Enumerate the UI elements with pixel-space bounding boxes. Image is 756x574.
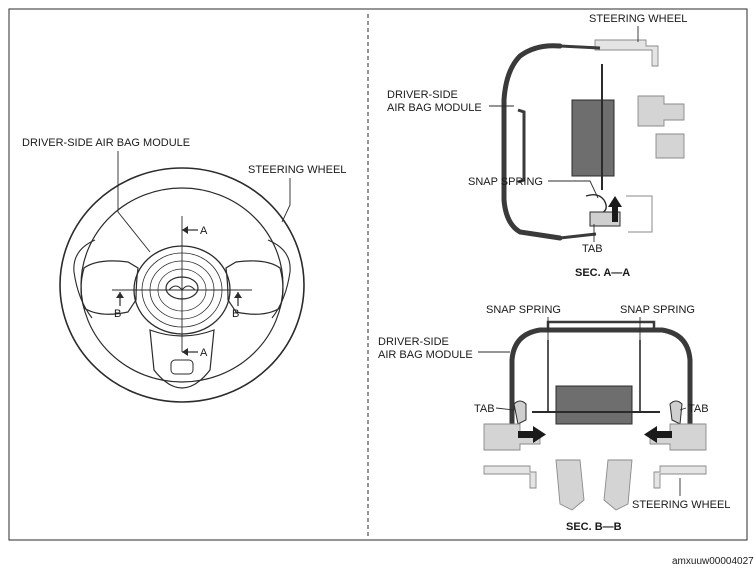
bb-module-cover bbox=[509, 327, 693, 427]
bb-wheel-lower-left bbox=[483, 465, 537, 489]
bb-snap-spring-left-label: SNAP SPRING bbox=[486, 304, 561, 316]
wheel-rim-outer bbox=[59, 167, 305, 403]
aa-airbag-label-line2: AIR BAG MODULE bbox=[387, 102, 482, 114]
aa-push-arrow-shaft bbox=[612, 206, 618, 222]
aa-steering-wheel-label: STEERING WHEEL bbox=[589, 13, 687, 25]
bb-inflator bbox=[555, 385, 633, 425]
bb-wheel-lower-right bbox=[653, 465, 707, 489]
bb-boss-left bbox=[555, 459, 585, 511]
aa-inflator bbox=[571, 99, 615, 177]
bb-push-arrow-left-shaft bbox=[518, 431, 534, 438]
aa-wheel-outline bbox=[594, 39, 659, 67]
bb-tab-left-leader bbox=[495, 407, 515, 411]
bb-tab-left bbox=[513, 400, 527, 425]
aa-snap-spring-leader bbox=[548, 180, 599, 199]
section-b-left-label: B bbox=[114, 308, 121, 320]
wheel-grip-left bbox=[73, 239, 96, 319]
bb-boss-right bbox=[603, 459, 633, 511]
bb-push-arrow-right-shaft bbox=[656, 431, 672, 438]
bb-caption: SEC. B—B bbox=[566, 521, 622, 533]
aa-hub-upper bbox=[637, 95, 685, 127]
section-b-right-label: B bbox=[232, 308, 239, 320]
airbag-module-callout: DRIVER-SIDE AIR BAG MODULE bbox=[22, 137, 190, 149]
section-b-left-arrow-head bbox=[116, 292, 124, 298]
aa-push-arrow-head bbox=[608, 196, 622, 207]
section-aa-view: STEERING WHEEL DRIVER-SIDE AIR BAG MODUL… bbox=[387, 13, 687, 279]
aa-wheel-lower-bracket bbox=[626, 195, 653, 233]
steering-wheel-front-view: A A B B DRIVER-SIDE AIR BAG MODULE STEER… bbox=[22, 137, 346, 403]
section-a-bottom-arrow-head bbox=[182, 348, 188, 356]
aa-module-bottom-edge bbox=[559, 232, 597, 240]
bb-snap-spring-right-label: SNAP SPRING bbox=[620, 304, 695, 316]
bb-tab-left-label: TAB bbox=[474, 403, 495, 415]
bb-tab-right-leader bbox=[679, 407, 687, 411]
steering-wheel-leader bbox=[281, 178, 291, 223]
bb-steering-wheel-label: STEERING WHEEL bbox=[632, 499, 730, 511]
steering-wheel-callout: STEERING WHEEL bbox=[248, 164, 346, 176]
figure-frame bbox=[8, 8, 748, 541]
aa-snap-spring bbox=[585, 193, 607, 215]
bb-hub-left bbox=[483, 423, 541, 451]
wheel-bottom-slot bbox=[170, 359, 194, 375]
figure-code: amxuuw00004027 bbox=[672, 556, 754, 567]
bb-push-arrow-right-head bbox=[644, 426, 657, 443]
wheel-spoke-right bbox=[225, 260, 284, 315]
aa-hub-lower bbox=[655, 133, 685, 159]
aa-tab-label: TAB bbox=[582, 243, 603, 255]
bb-push-arrow-left-head bbox=[533, 426, 546, 443]
aa-snap-spring-label: SNAP SPRING bbox=[468, 176, 543, 188]
section-a-top-label: A bbox=[200, 225, 208, 237]
bb-tab-right bbox=[669, 400, 683, 425]
aa-module-cover-rib bbox=[517, 108, 526, 184]
aa-airbag-label-line1: DRIVER-SIDE bbox=[387, 89, 458, 101]
section-a-top-arrow-head bbox=[182, 226, 188, 234]
wheel-spoke-left bbox=[80, 260, 139, 315]
section-bb-view: SNAP SPRING SNAP SPRING DRIVER-SIDE AIR … bbox=[378, 304, 730, 533]
wheel-grip-right bbox=[267, 239, 291, 319]
section-b-right-arrow-head bbox=[234, 292, 242, 298]
section-a-bottom-label: A bbox=[200, 347, 208, 359]
bb-airbag-label-line1: DRIVER-SIDE bbox=[378, 336, 449, 348]
aa-module-cover bbox=[501, 43, 563, 241]
airbag-module-leader bbox=[117, 151, 151, 253]
bb-airbag-label-line2: AIR BAG MODULE bbox=[378, 349, 473, 361]
aa-module-top-edge bbox=[559, 44, 601, 50]
bb-tab-right-label: TAB bbox=[688, 403, 709, 415]
aa-caption: SEC. A—A bbox=[575, 267, 630, 279]
bb-hub-right bbox=[649, 423, 707, 451]
